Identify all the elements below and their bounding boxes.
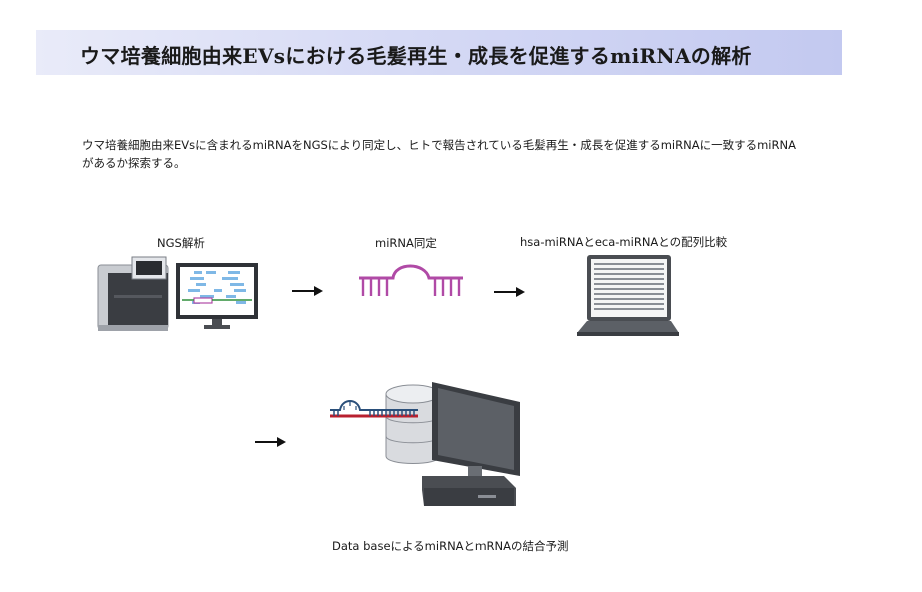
arrow-right-icon	[494, 287, 525, 297]
step-label-mirna-identification: miRNA同定	[375, 236, 437, 250]
step-label-sequence-comparison: hsa-miRNAとeca-miRNAとの配列比較	[520, 235, 728, 249]
database-computer-icon	[330, 382, 520, 506]
description-text: ウマ培養細胞由来EVsに含まれるmiRNAをNGSにより同定し、ヒトで報告されて…	[82, 138, 796, 170]
sequencer-icon	[97, 256, 258, 331]
mirna-hairpin-icon	[359, 264, 463, 296]
arrow-right-icon	[292, 286, 323, 296]
step-label-binding-prediction: Data baseによるmiRNAとｍRNAの結合予測	[332, 539, 569, 553]
page-title: ウマ培養細胞由来EVsにおける毛髪再生・成長を促進するmiRNAの解析	[80, 44, 752, 68]
arrow-right-icon	[255, 437, 286, 447]
step-label-ngs: NGS解析	[157, 236, 205, 250]
title-bar	[36, 30, 842, 75]
laptop-sequence-icon	[577, 255, 679, 336]
